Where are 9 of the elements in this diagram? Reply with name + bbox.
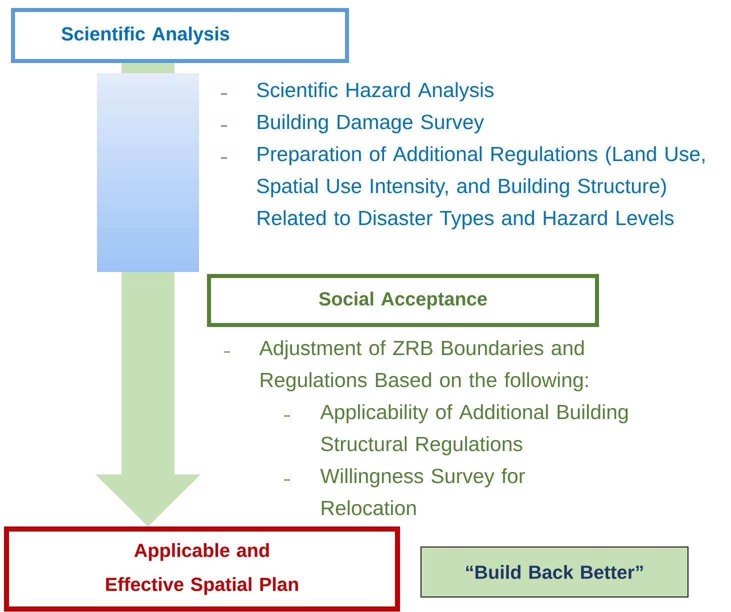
slogan-box: “Build Back Better”: [420, 546, 688, 598]
plan-box: Applicable and Effective Spatial Plan: [4, 526, 400, 612]
analysis-box: Scientific Analysis: [11, 8, 349, 63]
bullet-item: Preparation of Additional Regulations (Land Use, Spatial Use Intensity, and Building Structure) Related to Disaster Types and Hazard Levels: [257, 146, 704, 230]
bullet-item: Willingness Survey for Relocation: [320, 468, 525, 516]
acceptance-box: Social Acceptance: [207, 274, 599, 327]
bullet-item: Building Damage Survey: [258, 114, 484, 134]
bullet-item: Scientific Hazard Analysis: [257, 82, 494, 102]
bullet-item: Applicability of Additional Building Structural Regulations: [320, 404, 628, 456]
